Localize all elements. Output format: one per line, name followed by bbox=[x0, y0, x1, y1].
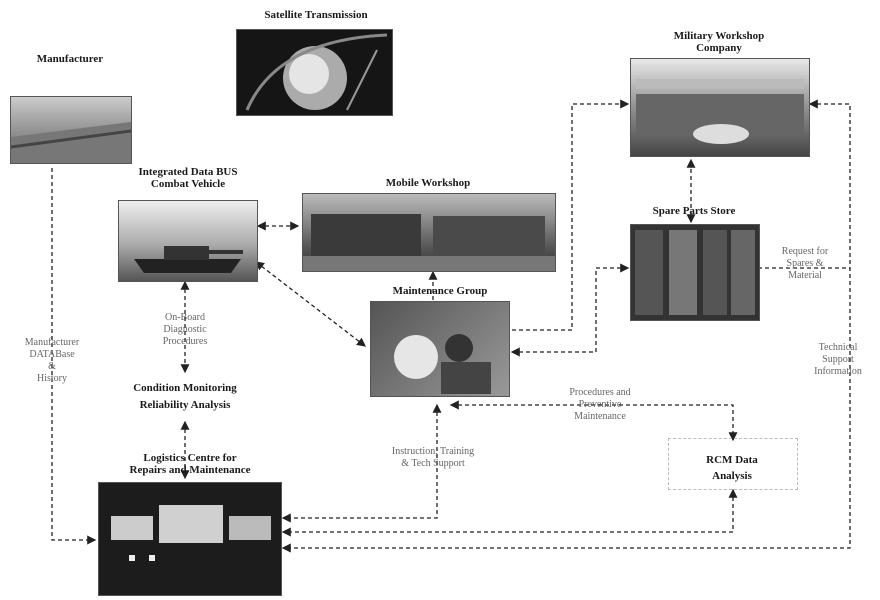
military-workshop-label: Military Workshop Company bbox=[673, 30, 765, 54]
logistics-centre-image bbox=[98, 482, 282, 596]
mechanics-icon bbox=[394, 334, 491, 394]
link-military-logistics bbox=[281, 99, 851, 553]
link-maintenance-spares bbox=[510, 263, 630, 357]
manufacturer-label: Manufacturer bbox=[36, 53, 104, 65]
link-maintenance-rcm bbox=[449, 400, 738, 442]
manufacturer-image bbox=[10, 96, 132, 164]
rcm-label: RCM Data Analysis bbox=[706, 454, 758, 482]
technical-support-label: Technical Support Information bbox=[814, 342, 862, 377]
rcm-box bbox=[668, 438, 798, 490]
shelves-icon bbox=[635, 230, 755, 315]
satellite-image bbox=[236, 29, 393, 116]
maintenance-group-image bbox=[370, 301, 510, 397]
link-rcm-logistics bbox=[281, 488, 738, 537]
link-combat-maintenance bbox=[254, 261, 367, 347]
on-board-diagnostic-label: On-Board Diagnostic Procedures bbox=[162, 312, 208, 347]
tank-icon bbox=[134, 246, 243, 273]
spare-parts-label: Spare Parts Store bbox=[652, 205, 736, 217]
factory-icon bbox=[11, 122, 131, 163]
request-spares-label: Request for Spares & Material bbox=[781, 246, 829, 281]
spare-parts-image bbox=[630, 224, 760, 321]
combat-vehicle-image bbox=[118, 200, 258, 282]
maintenance-group-label: Maintenance Group bbox=[392, 285, 488, 297]
condition-monitoring-label: Condition Monitoring Reliability Analysi… bbox=[133, 382, 237, 411]
workshop-building-icon bbox=[636, 79, 804, 144]
instruction-training-label: Instruction, Training & Tech Support bbox=[391, 446, 475, 469]
satellite-label: Satellite Transmission bbox=[264, 9, 368, 21]
control-room-icon bbox=[111, 505, 271, 561]
mobile-workshop-label: Mobile Workshop bbox=[385, 177, 471, 189]
procedures-maintenance-label: Procedures and Preventive Maintenance bbox=[569, 387, 631, 422]
logistics-centre-label: Logistics Centre for Repairs and Mainten… bbox=[129, 452, 251, 476]
satellite-globe-icon bbox=[245, 33, 388, 111]
truck-icon bbox=[303, 214, 555, 271]
military-workshop-image bbox=[630, 58, 810, 157]
link-manufacturer-logistics bbox=[51, 168, 97, 545]
combat-vehicle-label: Integrated Data BUS Combat Vehicle bbox=[138, 166, 238, 190]
mobile-workshop-image bbox=[302, 193, 556, 272]
manufacturer-database-label: Manufacturer DATABase & History bbox=[24, 337, 80, 384]
